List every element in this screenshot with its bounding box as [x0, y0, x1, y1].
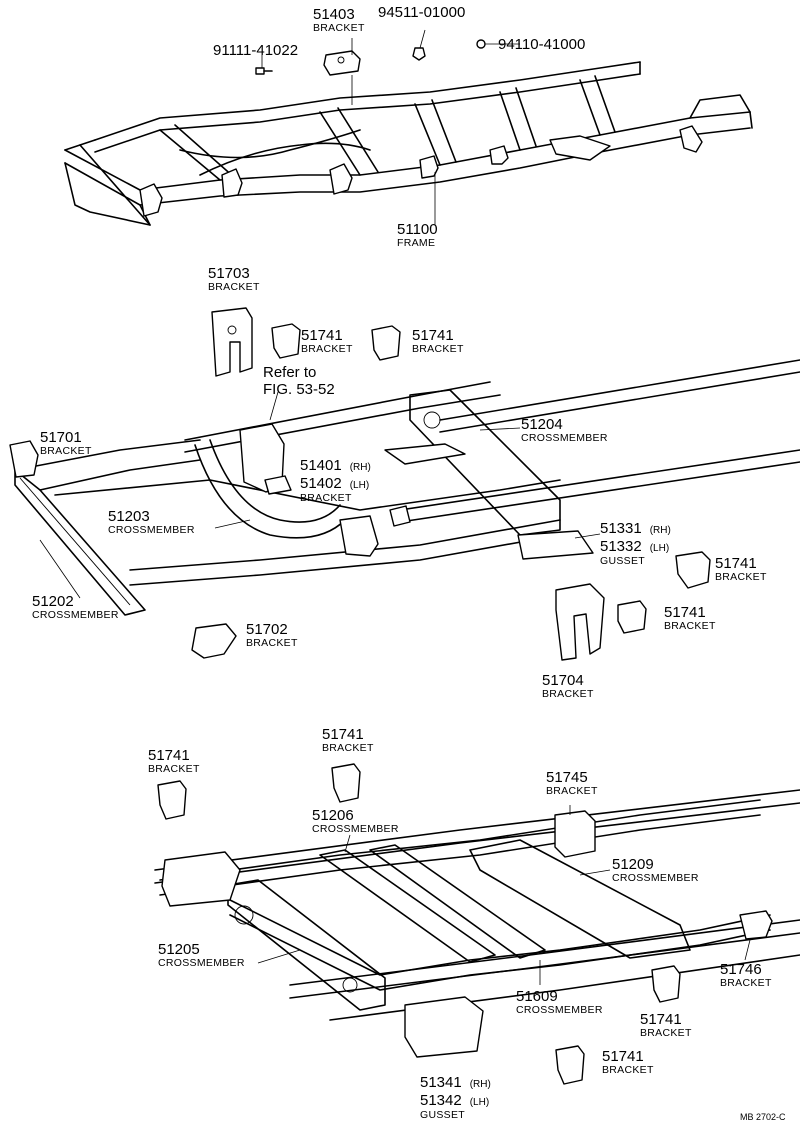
part-name: CROSSMEMBER: [108, 524, 195, 536]
part-number: 51741: [148, 747, 190, 764]
side-lh: (LH): [469, 1097, 490, 1108]
label-51741-h: 51741 BRACKET: [602, 1049, 654, 1076]
side-rh: (RH): [349, 462, 371, 473]
label-51609: 51609 CROSSMEMBER: [516, 989, 603, 1016]
part-number: 51741: [602, 1048, 644, 1065]
part-name: BRACKET: [301, 343, 353, 355]
part-name: GUSSET: [600, 555, 645, 567]
label-51202: 51202 CROSSMEMBER: [32, 594, 119, 621]
part-number: 51204: [521, 416, 563, 433]
label-91111-41022: 91111-41022: [213, 42, 299, 59]
label-51741-d: 51741 BRACKET: [664, 605, 716, 632]
label-51401-51402: 51401 (RH) 51402 (LH) BRACKET: [300, 458, 371, 504]
part-number-rh: 51401: [300, 457, 342, 474]
part-number: 51741: [412, 327, 454, 344]
label-51741-f: 51741 BRACKET: [148, 748, 200, 775]
rear-section-drawing: [154, 763, 800, 1085]
side-rh: (RH): [649, 525, 671, 536]
part-number: 51403: [313, 6, 355, 23]
label-51203: 51203 CROSSMEMBER: [108, 509, 195, 536]
part-number: 51209: [612, 856, 654, 873]
figure-code: MB 2702-C: [740, 1112, 786, 1122]
part-number: 51741: [322, 726, 364, 743]
part-name: BRACKET: [40, 445, 92, 457]
part-name: BRACKET: [313, 22, 365, 34]
part-number: 51206: [312, 807, 354, 824]
part-name: CROSSMEMBER: [612, 872, 699, 884]
side-rh: (RH): [469, 1079, 491, 1090]
label-51204: 51204 CROSSMEMBER: [521, 417, 608, 444]
side-lh: (LH): [349, 480, 370, 491]
part-number-rh: 51341: [420, 1074, 462, 1091]
part-number: 51205: [158, 941, 200, 958]
label-51702: 51702 BRACKET: [246, 622, 298, 649]
part-number: 51741: [301, 327, 343, 344]
part-number: 51203: [108, 508, 150, 525]
part-name: BRACKET: [246, 637, 298, 649]
part-name: CROSSMEMBER: [32, 609, 119, 621]
part-number-lh: 51332: [600, 538, 642, 555]
part-name: BRACKET: [546, 785, 598, 797]
label-51746: 51746 BRACKET: [720, 962, 772, 989]
label-94110-41000: 94110-41000: [498, 36, 586, 53]
refer-line-2: FIG. 53-52: [263, 381, 335, 398]
front-section-drawing: [9, 307, 800, 661]
part-number: 51701: [40, 429, 82, 446]
label-51206: 51206 CROSSMEMBER: [312, 808, 399, 835]
label-51701: 51701 BRACKET: [40, 430, 92, 457]
label-51205: 51205 CROSSMEMBER: [158, 942, 245, 969]
label-51403: 51403 BRACKET: [313, 7, 365, 34]
part-name: BRACKET: [542, 688, 594, 700]
label-94511-01000: 94511-01000: [378, 4, 466, 21]
part-name: CROSSMEMBER: [158, 957, 245, 969]
part-name: BRACKET: [322, 742, 374, 754]
label-51100: 51100 FRAME: [397, 222, 438, 249]
part-number: 51704: [542, 672, 584, 689]
label-51745: 51745 BRACKET: [546, 770, 598, 797]
refer-line-1: Refer to: [263, 364, 317, 381]
label-51741-g: 51741 BRACKET: [640, 1012, 692, 1039]
part-name: BRACKET: [640, 1027, 692, 1039]
part-number: 51741: [664, 604, 706, 621]
part-name: BRACKET: [148, 763, 200, 775]
part-number-lh: 51342: [420, 1092, 462, 1109]
part-name: FRAME: [397, 237, 436, 249]
part-name: BRACKET: [720, 977, 772, 989]
label-51341-51342: 51341 (RH) 51342 (LH) GUSSET: [420, 1075, 491, 1121]
frame-assembly-drawing: [64, 29, 753, 226]
part-number-rh: 51331: [600, 520, 642, 537]
part-number: 51100: [397, 221, 438, 238]
part-number: 51703: [208, 265, 250, 282]
part-name: CROSSMEMBER: [516, 1004, 603, 1016]
part-name: CROSSMEMBER: [312, 823, 399, 835]
part-name: BRACKET: [664, 620, 716, 632]
part-number: 51746: [720, 961, 762, 978]
refer-note: Refer to FIG. 53-52: [263, 365, 335, 397]
label-51741-a: 51741 BRACKET: [301, 328, 353, 355]
side-lh: (LH): [649, 543, 670, 554]
part-name: BRACKET: [412, 343, 464, 355]
part-number: 51702: [246, 621, 288, 638]
part-number: 51741: [640, 1011, 682, 1028]
label-51703: 51703 BRACKET: [208, 266, 260, 293]
label-51704: 51704 BRACKET: [542, 673, 594, 700]
part-number: 51202: [32, 593, 74, 610]
part-name: BRACKET: [208, 281, 260, 293]
part-name: GUSSET: [420, 1109, 465, 1121]
part-number-lh: 51402: [300, 475, 342, 492]
label-51741-c: 51741 BRACKET: [715, 556, 767, 583]
label-51741-e: 51741 BRACKET: [322, 727, 374, 754]
part-name: BRACKET: [602, 1064, 654, 1076]
label-51741-b: 51741 BRACKET: [412, 328, 464, 355]
part-name: BRACKET: [715, 571, 767, 583]
label-51209: 51209 CROSSMEMBER: [612, 857, 699, 884]
part-name: CROSSMEMBER: [521, 432, 608, 444]
part-name: BRACKET: [300, 492, 352, 504]
label-51331-51332: 51331 (RH) 51332 (LH) GUSSET: [600, 521, 671, 567]
part-number: 51745: [546, 769, 588, 786]
part-number: 51741: [715, 555, 757, 572]
part-number: 51609: [516, 988, 558, 1005]
